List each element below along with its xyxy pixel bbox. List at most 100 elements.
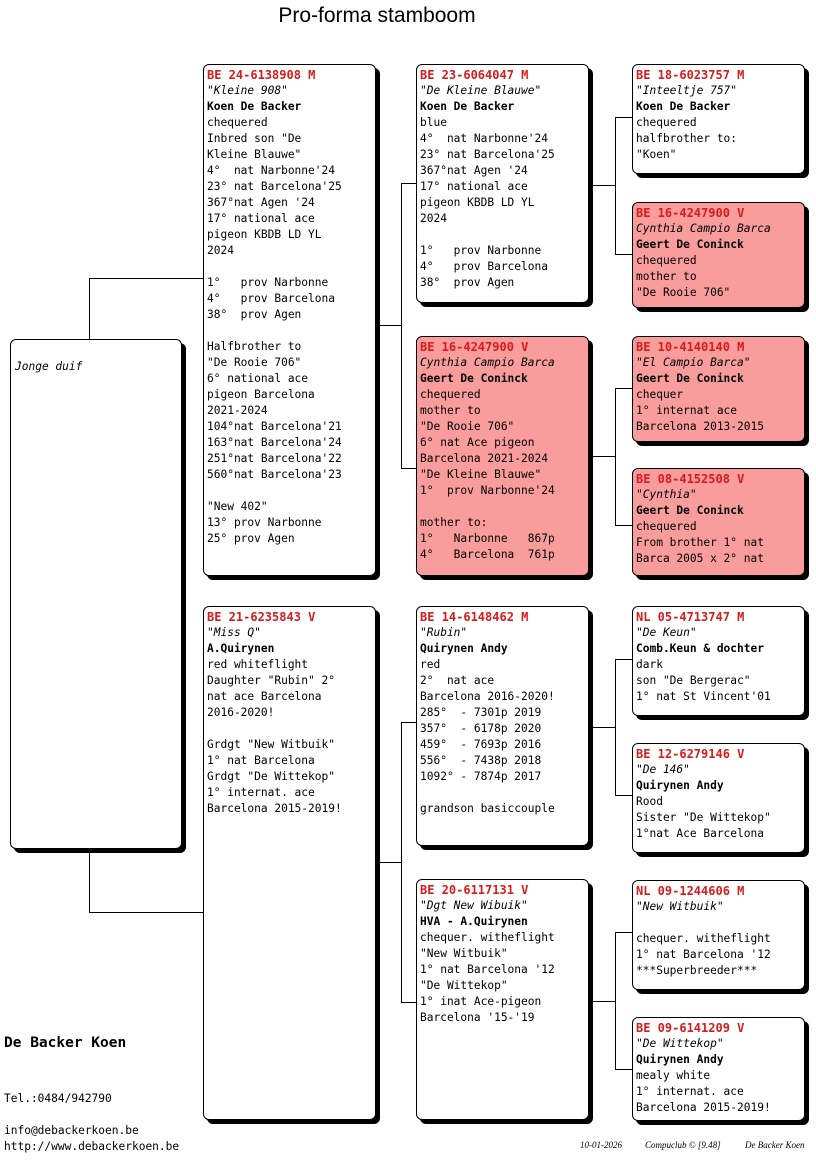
pigeon-name: Cynthia Campio Barca bbox=[636, 222, 771, 235]
software-credit: Compuclub © [9.48] bbox=[645, 1140, 721, 1150]
connector-line bbox=[589, 185, 615, 186]
info-line: "De Wittekop" bbox=[420, 979, 508, 992]
pigeon-name: Cynthia Campio Barca bbox=[420, 356, 555, 369]
pigeon-name: "Dgt New Wibuik" bbox=[420, 899, 528, 912]
info-line: 4° prov Barcelona bbox=[207, 292, 335, 305]
ring-number: BE 23-6064047 M bbox=[420, 68, 529, 82]
connector-line bbox=[376, 862, 401, 863]
pigeon-card-sire-sire[interactable]: BE 23-6064047 M"De Kleine Blauwe"Koen De… bbox=[416, 64, 589, 303]
info-line: 2° nat ace bbox=[420, 674, 495, 687]
info-line: 4° nat Narbonne'24 bbox=[207, 164, 335, 177]
info-line: halfbrother to: bbox=[636, 132, 738, 145]
breeder-name: Geert De Coninck bbox=[636, 372, 744, 385]
info-line: 1° nat Barcelona '12 bbox=[636, 948, 771, 961]
pigeon-name: "Rubin" bbox=[420, 626, 468, 639]
connector-line bbox=[401, 722, 402, 1002]
subject-card[interactable]: Jonge duif bbox=[10, 339, 182, 849]
ring-number: BE 14-6148462 M bbox=[420, 610, 529, 624]
subject-name: Jonge duif bbox=[15, 360, 83, 373]
connector-line bbox=[615, 388, 632, 389]
info-line: 1° prov Narbonne bbox=[207, 276, 329, 289]
pigeon-name: "De Keun" bbox=[636, 626, 697, 639]
pigeon-card-sire[interactable]: BE 24-6138908 M"Kleine 908"Koen De Backe… bbox=[203, 64, 376, 576]
pigeon-card-sire-dam-sire[interactable]: BE 10-4140140 M"El Campio Barca"Geert De… bbox=[632, 336, 805, 442]
connector-line bbox=[401, 183, 402, 468]
connector-line bbox=[89, 912, 204, 913]
info-line: Rood bbox=[636, 795, 663, 808]
info-line bbox=[420, 499, 585, 515]
info-line: Sister "De Wittekop" bbox=[636, 811, 771, 824]
connector-line bbox=[376, 325, 401, 326]
pigeon-card-dam-sire-sire[interactable]: NL 05-4713747 M"De Keun"Comb.Keun & doch… bbox=[632, 606, 805, 716]
info-line: mother to: bbox=[420, 516, 488, 529]
breeder-name: Geert De Coninck bbox=[636, 238, 744, 251]
pigeon-card-sire-dam-dam[interactable]: BE 08-4152508 V"Cynthia"Geert De Coninck… bbox=[632, 468, 805, 576]
pigeon-name: "Miss Q" bbox=[207, 626, 261, 639]
info-line: 23° nat Barcelona'25 bbox=[207, 180, 342, 193]
pigeon-name: "Cynthia" bbox=[636, 488, 697, 501]
info-line: 1° nat Barcelona '12 bbox=[420, 963, 555, 976]
info-line: "New 402" bbox=[207, 500, 268, 513]
connector-line bbox=[89, 852, 90, 912]
ring-number: BE 16-4247900 V bbox=[636, 206, 745, 220]
connector-line bbox=[589, 1001, 615, 1002]
info-line: blue bbox=[420, 116, 447, 129]
connector-line bbox=[615, 117, 616, 254]
info-line: chequered bbox=[636, 116, 697, 129]
info-line: 459° - 7693p 2016 bbox=[420, 738, 542, 751]
connector-line bbox=[615, 932, 616, 1069]
breeder-name: Koen De Backer bbox=[207, 100, 302, 113]
pigeon-card-sire-sire-sire[interactable]: BE 18-6023757 M"Inteeltje 757"Koen De Ba… bbox=[632, 64, 805, 174]
connector-line bbox=[615, 659, 632, 660]
info-line: 38° prov Agen bbox=[420, 276, 515, 289]
info-line: 1° internat. ace bbox=[636, 1085, 744, 1098]
info-line: 1°nat Ace Barcelona bbox=[636, 827, 764, 840]
page-title: Pro-forma stamboom bbox=[278, 4, 476, 27]
info-line bbox=[207, 483, 372, 499]
info-line: "De Rooie 706" bbox=[420, 420, 515, 433]
info-line: Barcelona 2015-2019! bbox=[636, 1101, 771, 1114]
breeder-name: HVA - A.Quirynen bbox=[420, 915, 528, 928]
info-line: 1° prov Narbonne bbox=[420, 244, 542, 257]
pigeon-card-dam-dam[interactable]: BE 20-6117131 V"Dgt New Wibuik"HVA - A.Q… bbox=[416, 879, 589, 1120]
info-line: 1° internat ace bbox=[636, 404, 738, 417]
info-line: 1° nat Barcelona bbox=[207, 754, 315, 767]
connector-line bbox=[615, 795, 632, 796]
info-line: 2016-2020! bbox=[207, 706, 275, 719]
info-line bbox=[420, 785, 585, 801]
info-line: 23° nat Barcelona'25 bbox=[420, 148, 555, 161]
info-line: 556° - 7438p 2018 bbox=[420, 754, 542, 767]
info-line: Barcelona '15-'19 bbox=[420, 1011, 535, 1024]
pigeon-name: "Inteeltje 757" bbox=[636, 84, 738, 97]
info-line: chequer bbox=[636, 388, 684, 401]
pigeon-name: "De Kleine Blauwe" bbox=[420, 84, 542, 97]
pigeon-name: "New Witbuik" bbox=[636, 900, 724, 913]
info-line: Barcelona 2021-2024 bbox=[420, 452, 548, 465]
ring-number: BE 08-4152508 V bbox=[636, 472, 745, 486]
pigeon-card-dam-dam-sire[interactable]: NL 09-1244606 M"New Witbuik"chequer. wit… bbox=[632, 880, 805, 990]
info-line: 367°nat Agen '24 bbox=[420, 164, 528, 177]
pigeon-name: "Kleine 908" bbox=[207, 84, 288, 97]
ring-number: NL 05-4713747 M bbox=[636, 610, 745, 624]
ring-number: NL 09-1244606 M bbox=[636, 884, 745, 898]
info-line: 25° prov Agen bbox=[207, 532, 295, 545]
info-line: Grdgt "New Witbuik" bbox=[207, 738, 335, 751]
owner-website[interactable]: http://www.debackerkoen.be bbox=[4, 1140, 180, 1153]
info-line: From brother 1° nat bbox=[636, 536, 764, 549]
info-line: red bbox=[420, 658, 441, 671]
info-line: Inbred son "De bbox=[207, 132, 302, 145]
pigeon-card-dam-dam-dam[interactable]: BE 09-6141209 V"De Wittekop"Quirynen And… bbox=[632, 1017, 805, 1121]
connector-line bbox=[401, 1002, 417, 1003]
info-line: Daughter "Rubin" 2° bbox=[207, 674, 335, 687]
info-line: 1° nat St Vincent'01 bbox=[636, 690, 771, 703]
info-line: 4° Barcelona 761p bbox=[420, 548, 555, 561]
connector-line bbox=[615, 254, 632, 255]
info-line: 367°nat Agen '24 bbox=[207, 196, 315, 209]
ring-number: BE 16-4247900 V bbox=[420, 340, 529, 354]
owner-email[interactable]: info@debackerkoen.be bbox=[4, 1124, 139, 1137]
